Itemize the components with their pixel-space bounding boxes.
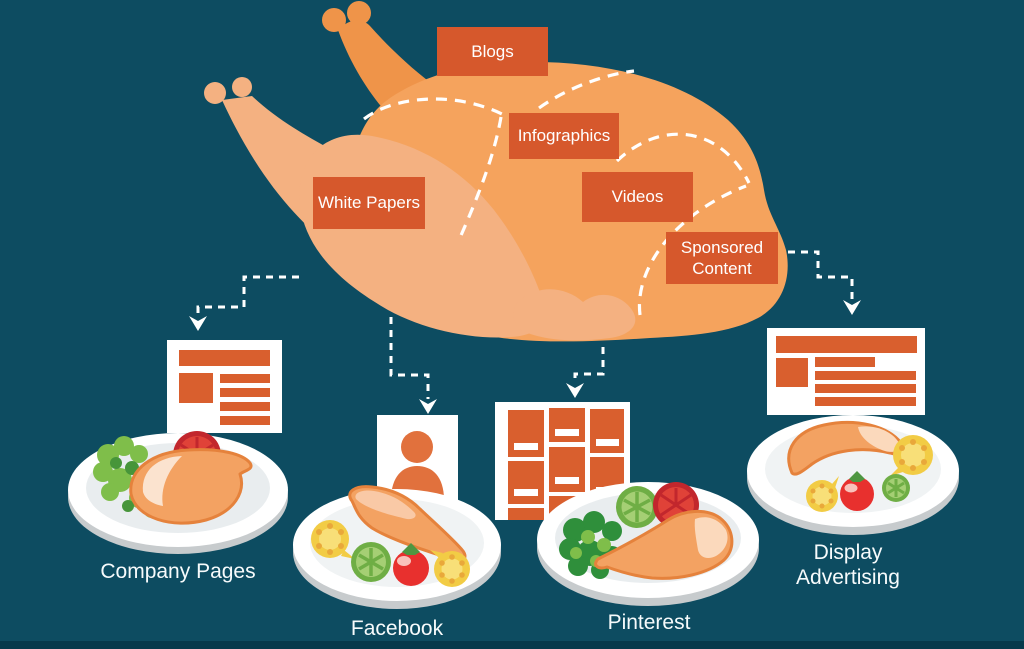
profile-photo-icon: [377, 415, 458, 500]
footer-strip: [0, 641, 1024, 649]
lemon-slice: [890, 435, 933, 476]
arrowhead: [419, 399, 437, 414]
carving-lines: [363, 69, 751, 316]
caption-display-advertising: Display Advertising: [796, 541, 900, 589]
lemon-slice: [806, 476, 839, 512]
turkey-tail-light: [513, 289, 636, 341]
plate-company-pages: [68, 431, 288, 554]
cherry-tomato: [393, 543, 429, 586]
connector-to-facebook: [389, 317, 437, 414]
lemon-slice: [311, 520, 355, 559]
label-videos: Videos: [582, 172, 693, 222]
turkey-portion: [594, 510, 734, 580]
turkey-portion: [129, 448, 253, 525]
plate-facebook: [293, 485, 501, 609]
lemon-slice: [430, 550, 470, 587]
carving-line: [363, 97, 503, 121]
cucumber-slice: [616, 486, 658, 528]
arrowhead: [566, 383, 584, 398]
plate-display-advertising: [747, 415, 959, 535]
connectors: [189, 250, 861, 414]
turkey-portion: [348, 485, 467, 563]
cherry-tomato: [840, 471, 874, 511]
connector-to-pinterest: [566, 347, 605, 398]
connector-to-display-advertising: [788, 250, 861, 315]
caption-pinterest: Pinterest: [607, 611, 691, 634]
carving-line: [615, 132, 751, 184]
carving-line: [457, 116, 503, 241]
label-blogs: Blogs: [437, 27, 548, 76]
carving-line: [637, 184, 747, 316]
caption-company-pages: Company Pages: [100, 560, 256, 583]
display-ad-icon: [767, 328, 925, 415]
arrowhead: [189, 316, 207, 331]
cucumber-slice: [882, 474, 910, 502]
connector-to-company-pages: [189, 275, 299, 331]
label-white-papers: White Papers: [313, 177, 425, 229]
label-sponsored-content: Sponsored Content: [666, 232, 778, 284]
label-infographics: Infographics: [509, 113, 619, 159]
plate-pinterest: [537, 482, 759, 606]
webpage-document-icon: [167, 340, 282, 433]
cucumber-slice: [351, 542, 391, 582]
caption-facebook: Facebook: [350, 617, 444, 640]
arrowhead: [843, 300, 861, 315]
